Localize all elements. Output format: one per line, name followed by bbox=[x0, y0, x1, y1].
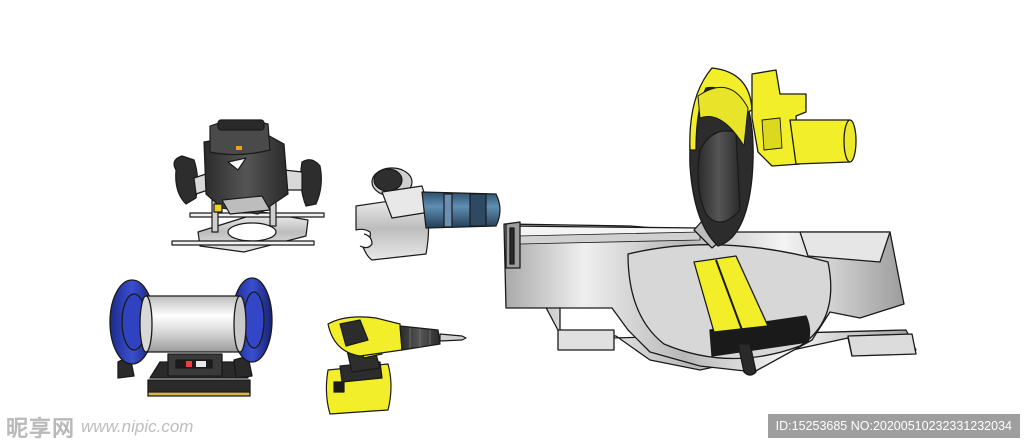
angle-grinder bbox=[355, 167, 501, 261]
watermark-logo: 昵享网 www.nipic.com bbox=[6, 412, 193, 442]
plunge-router bbox=[171, 119, 325, 253]
miter-saw bbox=[503, 67, 917, 376]
watermark-id-badge: ID:15253685 NO:20200510232331232034 bbox=[767, 414, 1020, 438]
watermark-url: www.nipic.com bbox=[81, 417, 194, 436]
cordless-drill bbox=[325, 316, 467, 415]
watermark-logo-text: 昵享网 bbox=[6, 417, 76, 442]
bench-grinder bbox=[109, 277, 273, 397]
